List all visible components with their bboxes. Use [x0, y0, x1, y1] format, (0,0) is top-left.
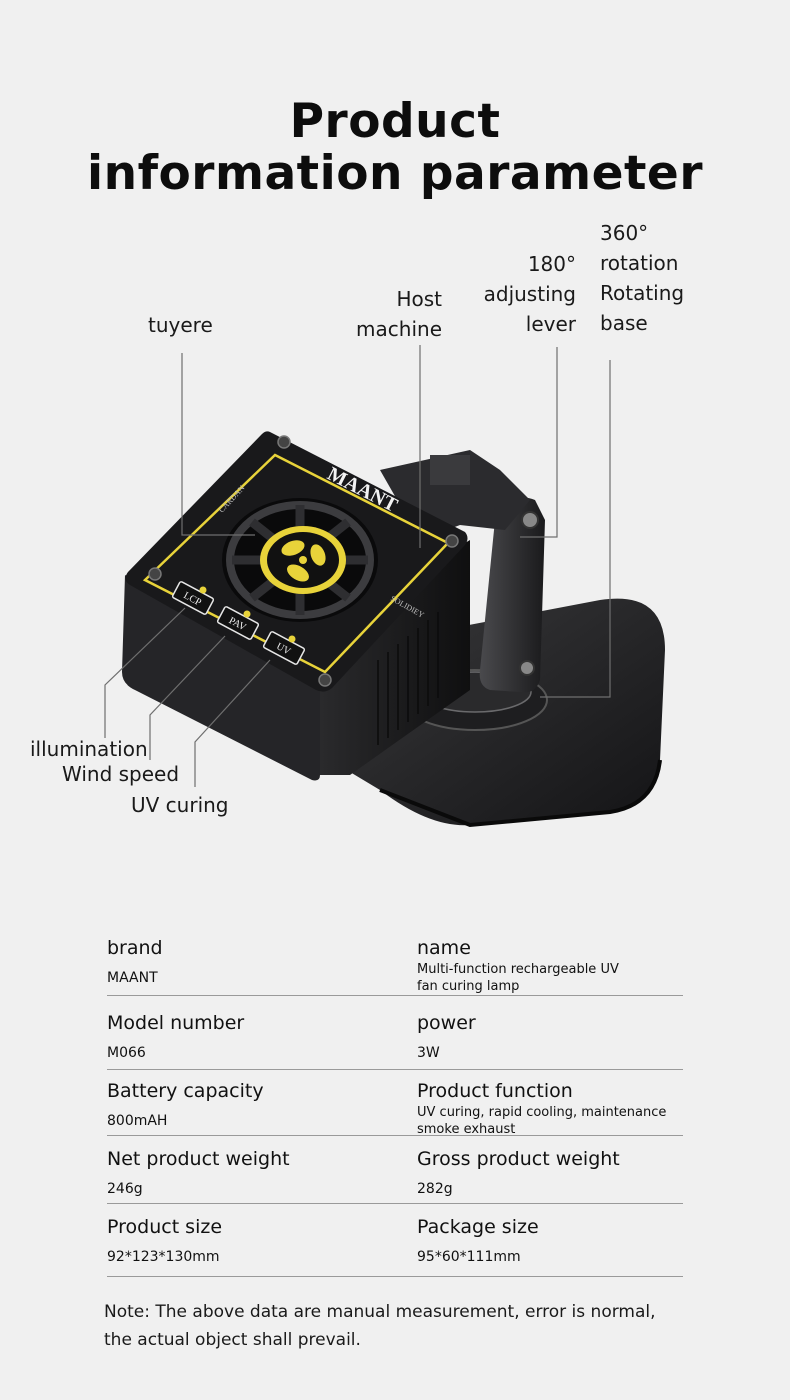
title-line-2: information parameter	[87, 146, 703, 201]
callout-host-line-1: Host	[396, 287, 442, 311]
spec-value: 282g	[417, 1181, 453, 1197]
spec-label: name	[417, 937, 471, 959]
spec-row-net-weight: Net product weight 246g Gross product we…	[107, 1136, 683, 1204]
host-body	[122, 575, 320, 781]
spec-row-size: Product size 92*123*130mm Package size 9…	[107, 1204, 683, 1277]
callout-wind-speed: Wind speed	[62, 762, 180, 786]
spec-label: Gross product weight	[417, 1148, 620, 1170]
spec-label: Model number	[107, 1012, 245, 1034]
page-title: Product information parameter	[0, 96, 790, 200]
spec-value: 246g	[107, 1181, 143, 1197]
spec-value: 3W	[417, 1045, 440, 1061]
spec-value: 800mAH	[107, 1113, 168, 1129]
adjusting-arm	[479, 497, 545, 693]
callout-lever-line-3: lever	[525, 312, 576, 336]
spec-value: UV curing, rapid cooling, maintenance	[417, 1105, 667, 1120]
note-line-2: the actual object shall prevail.	[104, 1330, 361, 1350]
leader-illumination	[104, 607, 186, 738]
spec-value: fan curing lamp	[417, 979, 520, 994]
spec-row-battery: Battery capacity 800mAH Product function…	[107, 1070, 683, 1137]
title-line-1: Product	[289, 94, 501, 149]
product-illustration: MAANT CARDAN SOLIDIEY LCP PAV UV	[104, 345, 665, 828]
spec-label: Package size	[417, 1216, 539, 1238]
spec-value: Multi-function rechargeable UV	[417, 962, 619, 977]
callout-lever-line-1: 180°	[527, 252, 576, 276]
spec-row-model: Model number M066 power 3W	[107, 996, 683, 1070]
spec-value: smoke exhaust	[417, 1122, 516, 1137]
spec-value: M066	[107, 1045, 146, 1061]
spec-label: brand	[107, 937, 163, 959]
callout-illumination: illumination	[30, 737, 148, 761]
leader-wind	[149, 635, 226, 760]
callout-base-line-1: 360°	[600, 221, 649, 245]
spec-row-brand: brand MAANT name Multi-function recharge…	[107, 935, 683, 996]
spec-label: Battery capacity	[107, 1080, 264, 1102]
spec-label: power	[417, 1012, 476, 1034]
leader-base	[540, 360, 611, 698]
button-uv[interactable]: UV	[262, 631, 306, 665]
spec-value: MAANT	[107, 970, 158, 986]
callout-host-machine: Host machine	[342, 284, 442, 344]
callout-base-line-4: base	[600, 311, 648, 335]
callout-tuyere: tuyere	[148, 313, 213, 337]
note-line-1: Note: The above data are manual measurem…	[104, 1302, 656, 1322]
callout-adjusting-lever: 180° adjusting lever	[466, 249, 576, 339]
note-text: Note: The above data are manual measurem…	[104, 1298, 724, 1354]
button-lcp[interactable]: LCP	[171, 581, 215, 615]
spec-value: 92*123*130mm	[107, 1249, 220, 1265]
spec-value: 95*60*111mm	[417, 1249, 521, 1265]
spec-label: Product size	[107, 1216, 223, 1238]
callout-host-line-2: machine	[356, 317, 442, 341]
callout-base-line-3: Rotating	[600, 281, 685, 305]
spec-label: Product function	[417, 1080, 573, 1102]
spec-label: Net product weight	[107, 1148, 290, 1170]
spec-table: brand MAANT name Multi-function recharge…	[107, 935, 683, 1277]
button-pav[interactable]: PAV	[216, 606, 260, 640]
leader-uv	[194, 659, 271, 787]
callout-rotating-base: 360° rotation Rotating base	[600, 218, 684, 338]
leader-tuyere	[181, 353, 255, 536]
callout-lever-line-2: adjusting	[483, 282, 576, 306]
leader-lever	[520, 347, 558, 538]
callout-uv-curing: UV curing	[131, 793, 229, 817]
callout-base-line-2: rotation	[600, 251, 679, 275]
